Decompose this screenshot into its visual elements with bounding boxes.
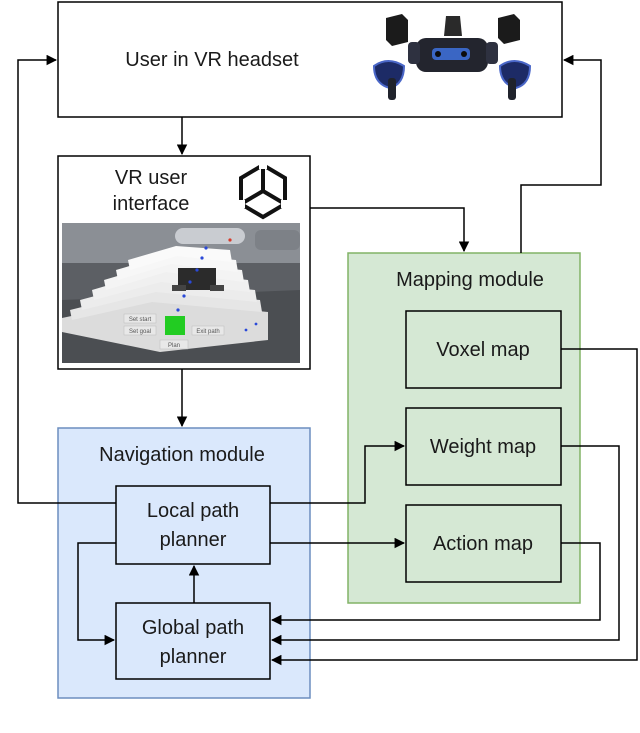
edge-action-to-global	[270, 542, 601, 626]
edge-local-to-weight	[270, 440, 406, 504]
action-map-label: Action map	[433, 533, 533, 555]
local-path-planner-label-line2: planner	[160, 529, 227, 551]
set-goal-text: Set goal	[129, 329, 151, 335]
vr-user-interface-label-line2: interface	[113, 193, 190, 215]
edge-local-to-global	[77, 542, 116, 646]
goal-marker	[165, 316, 185, 335]
connectors	[17, 54, 638, 666]
navigation-module-label: Navigation module	[99, 444, 265, 466]
vr-user-interface-label-line1: VR user	[115, 167, 188, 189]
plan-button	[159, 339, 189, 350]
global-path-planner-label-line2: planner	[160, 646, 227, 668]
set-goal-button	[123, 325, 157, 336]
set-start-text: Set start	[129, 317, 152, 323]
plan-text: Plan	[168, 343, 180, 349]
edge-mapping-to-user	[520, 54, 602, 253]
exit-path-button	[191, 325, 225, 336]
edge-weight-to-global	[270, 445, 620, 646]
set-start-button	[123, 313, 157, 324]
voxel-map-label: Voxel map	[436, 339, 529, 361]
weight-map-label: Weight map	[430, 436, 536, 458]
user-vr-headset-label: User in VR headset	[125, 49, 299, 71]
edge-voxel-to-global	[270, 348, 638, 666]
voxel-map-box	[405, 310, 562, 389]
mapping-module-label: Mapping module	[396, 269, 544, 291]
local-path-planner-box	[115, 485, 271, 565]
vr-headset-with-controllers-icon	[372, 14, 532, 100]
vr-interface-screenshot: Set start Set goal Exit path Plan	[62, 223, 300, 363]
local-path-planner-label-line1: Local path	[147, 500, 239, 522]
global-path-planner-label-line1: Global path	[142, 617, 244, 639]
unity-logo-icon	[237, 161, 289, 220]
exit-path-text: Exit path	[196, 329, 219, 335]
global-path-planner-box	[115, 602, 271, 680]
edge-vr-ui-to-mapping	[310, 207, 470, 253]
edge-local-to-user	[17, 54, 116, 504]
